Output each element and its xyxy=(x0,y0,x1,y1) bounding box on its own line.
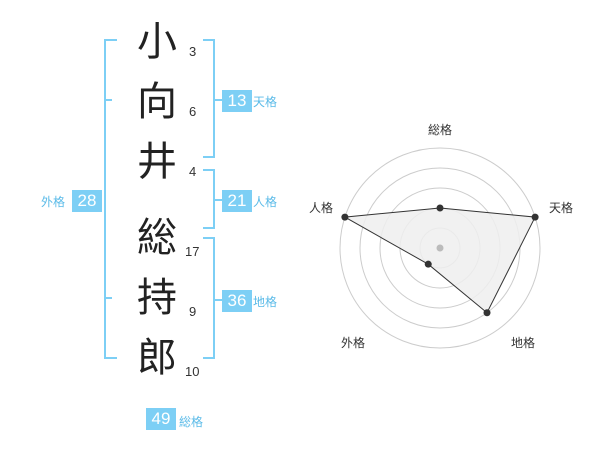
radar-points xyxy=(341,204,539,317)
name-char-6: 郎 xyxy=(137,335,177,381)
chikaku-bracket xyxy=(203,237,215,359)
radar-label-gaikaku: 外格 xyxy=(341,336,366,350)
radar-point-2 xyxy=(483,309,491,317)
radar-label-soukaku: 総格 xyxy=(428,123,453,137)
radar-shape xyxy=(343,207,536,314)
chikaku-value-badge: 36 xyxy=(222,290,252,312)
radar-label-jinkaku: 人格 xyxy=(309,201,334,215)
tenkaku-bracket xyxy=(203,39,215,158)
name-char-5: 持 xyxy=(137,275,177,321)
radar-polygon xyxy=(343,207,536,314)
tenkaku-value-badge: 13 xyxy=(222,90,252,112)
radar-ring xyxy=(339,147,541,349)
radar-label-chikaku: 地格 xyxy=(511,336,536,350)
jinkaku-value-badge: 21 xyxy=(222,190,252,212)
radar-point-4 xyxy=(341,213,349,221)
gaikaku-value-badge: 28 xyxy=(72,190,102,212)
radar-center-dot xyxy=(436,244,444,252)
name-char-1: 小 xyxy=(137,19,177,65)
tenkaku-label: 天格 xyxy=(253,95,278,109)
name-char-3: 井 xyxy=(137,139,177,185)
radar-point-1 xyxy=(531,213,539,221)
chikaku-label: 地格 xyxy=(253,295,278,309)
soukaku-label: 総格 xyxy=(179,415,204,429)
stroke-count-6: 10 xyxy=(185,364,200,379)
stroke-count-2: 6 xyxy=(189,104,197,119)
stroke-count-3: 4 xyxy=(189,164,197,179)
gaikaku-bracket xyxy=(104,39,117,359)
soukaku-value-badge: 49 xyxy=(146,408,176,430)
radar-point-0 xyxy=(436,204,444,212)
name-char-4: 総 xyxy=(137,215,177,261)
jinkaku-label: 人格 xyxy=(253,195,278,209)
gaikaku-label: 外格 xyxy=(41,195,66,209)
stroke-count-5: 9 xyxy=(189,304,197,319)
radar-point-3 xyxy=(424,260,432,268)
name-char-2: 向 xyxy=(137,79,177,125)
stroke-count-1: 3 xyxy=(189,44,197,59)
radar-label-tenkaku: 天格 xyxy=(549,201,574,215)
stroke-count-4: 17 xyxy=(185,244,200,259)
